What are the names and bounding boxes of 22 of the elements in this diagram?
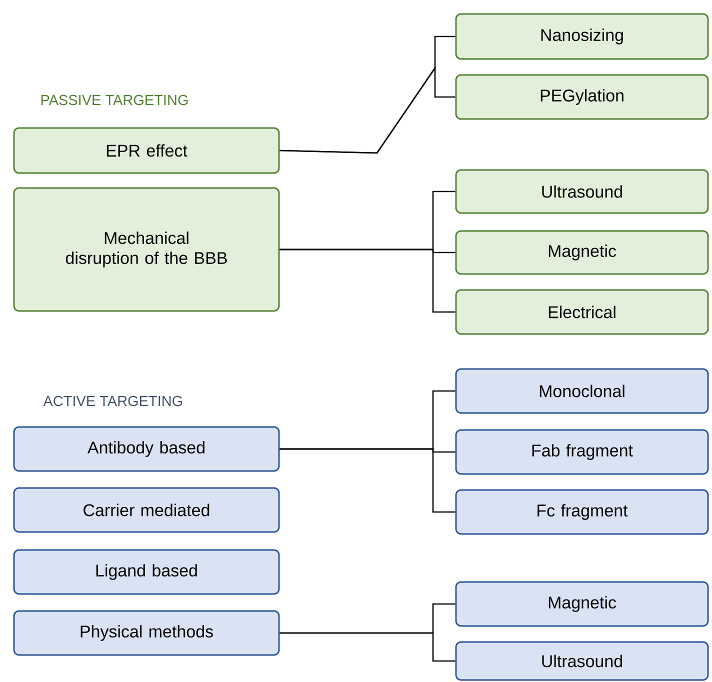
connector-line [280, 632, 456, 662]
category-box: Fc fragment [455, 489, 709, 535]
category-box: Magnetic [455, 230, 709, 275]
section-heading: ACTIVE TARGETING [43, 396, 182, 406]
category-box: Monoclonal [455, 368, 709, 414]
category-box: Ultrasound [455, 641, 709, 681]
category-box: Ligand based [13, 549, 280, 595]
category-box: Physical methods [13, 610, 280, 656]
category-box: Ultrasound [455, 169, 709, 214]
category-box: Mechanical disruption of the BBB [13, 187, 280, 312]
category-box: EPR effect [13, 127, 280, 174]
connector-line [280, 66, 456, 154]
category-box: Carrier mediated [13, 487, 280, 533]
section-heading: PASSIVE TARGETING [41, 94, 188, 106]
connector-line [280, 448, 456, 513]
category-box: PEGylation [455, 74, 709, 120]
category-box: Fab fragment [455, 429, 709, 475]
connector-line [280, 248, 456, 313]
category-box: Magnetic [455, 581, 709, 627]
category-box: Electrical [455, 289, 709, 335]
category-box: Nanosizing [455, 13, 709, 60]
category-box: Antibody based [13, 426, 280, 472]
